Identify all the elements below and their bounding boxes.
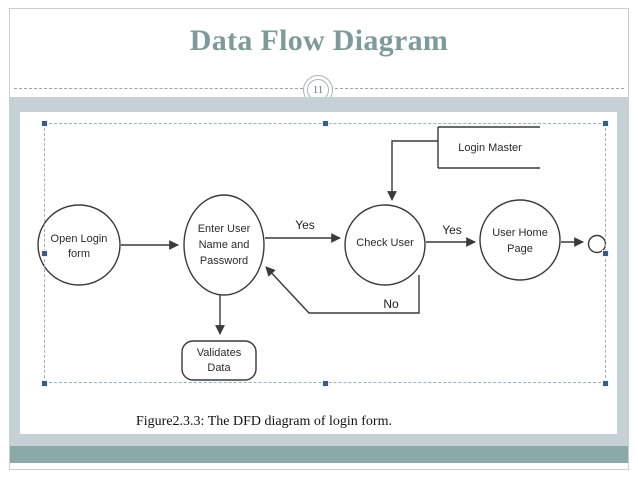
selection-handle-bottom-right[interactable]: [602, 380, 609, 387]
label-user-home-page: User Home: [492, 227, 548, 239]
edge-check-to-enter-no: [265, 266, 420, 314]
selection-handle-top-left[interactable]: [41, 120, 48, 127]
node-user-home-page: [479, 199, 561, 281]
selection-handle-middle-left[interactable]: [41, 250, 48, 257]
node-validates-data: [181, 340, 257, 381]
label-enter-credentials: Enter User: [198, 223, 251, 235]
page-title: Data Flow Diagram: [189, 24, 449, 57]
selection-handle-bottom-center[interactable]: [322, 380, 329, 387]
edge-label-yes-first: Yes: [295, 218, 315, 232]
node-enter-credentials: [183, 194, 265, 296]
label-validates-data: Validates: [197, 347, 242, 359]
label-check-user: Check User: [356, 237, 414, 249]
dfd-diagram[interactable]: Open Login form Enter User Name and Pass…: [20, 112, 617, 434]
label-validates-data-2: Data: [207, 362, 231, 374]
selection-handle-bottom-left[interactable]: [41, 380, 48, 387]
selection-handle-middle-right[interactable]: [602, 250, 609, 257]
selection-rectangle[interactable]: [44, 123, 606, 383]
slide-accent-bar: [10, 446, 628, 463]
slide-frame: [9, 8, 629, 470]
node-login-master: [437, 126, 540, 169]
label-enter-credentials-3: Password: [200, 255, 248, 267]
edge-loginmaster-to-check: [387, 140, 438, 201]
label-enter-credentials-2: Name and: [199, 239, 250, 251]
label-login-master: Login Master: [458, 142, 522, 154]
node-check-user: [344, 204, 426, 286]
figure-caption: Figure2.3.3: The DFD diagram of login fo…: [136, 414, 392, 429]
selection-handle-top-center[interactable]: [322, 120, 329, 127]
node-open-login-form: [37, 204, 121, 286]
selection-handle-top-right[interactable]: [602, 120, 609, 127]
edge-label-no: No: [383, 297, 399, 311]
label-open-login-form: Open Login: [51, 233, 108, 245]
label-open-login-form-2: form: [68, 248, 90, 260]
edge-label-yes-second: Yes: [442, 223, 462, 237]
label-user-home-page-2: Page: [507, 243, 533, 255]
